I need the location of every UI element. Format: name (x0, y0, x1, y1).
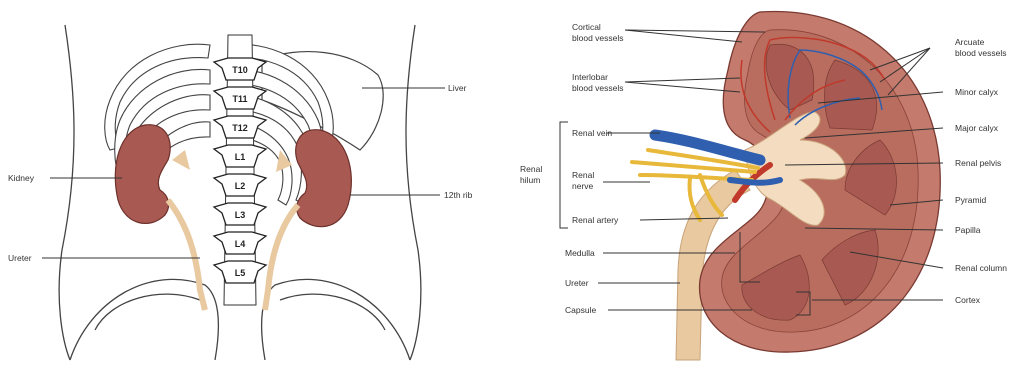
vertebra-label-t11: T11 (232, 94, 247, 104)
renal-vein-branch (730, 180, 780, 183)
renal-nerve-label-2: nerve (572, 181, 594, 191)
ureter-label-right: Ureter (565, 278, 589, 288)
cortical-label-1: Cortical (572, 22, 601, 32)
body-outline (59, 25, 74, 360)
kidney-label: Kidney (8, 173, 35, 183)
minor-calyx-label: Minor calyx (955, 87, 999, 97)
cortical-label-2: blood vessels (572, 33, 624, 43)
papilla-label: Papilla (955, 225, 981, 235)
arcuate-label-2: blood vessels (955, 48, 1007, 58)
pyramid-label: Pyramid (955, 195, 986, 205)
vertebra-label-l4: L4 (235, 239, 246, 249)
major-calyx-label: Major calyx (955, 123, 999, 133)
hilum-bracket (560, 122, 568, 228)
renal-column-label: Renal column (955, 263, 1007, 273)
vertebra-label-l5: L5 (235, 268, 246, 278)
vertebra-label-l1: L1 (235, 152, 246, 162)
interlobar-label-1: Interlobar (572, 72, 608, 82)
vertebra-label-l3: L3 (235, 210, 246, 220)
capsule-label: Capsule (565, 305, 596, 315)
arcuate-label-1: Arcuate (955, 37, 985, 47)
renal-vein-label: Renal vein (572, 128, 612, 138)
vertebra-label-t10: T10 (232, 65, 248, 75)
liver-label: Liver (448, 83, 467, 93)
right-ureter (265, 205, 298, 310)
renal-hilum-label-2: hilum (520, 175, 540, 185)
pelvis-left (70, 279, 218, 360)
vertebra-label-t12: T12 (232, 123, 248, 133)
renal-pelvis-label: Renal pelvis (955, 158, 1001, 168)
pelvis-right (262, 279, 410, 360)
renal-nerve-label-1: Renal (572, 170, 594, 180)
adrenal-left (172, 150, 190, 170)
iliac-right (280, 294, 385, 330)
interlobar-label-2: blood vessels (572, 83, 624, 93)
kidney-cross-section: Cortical blood vessels Interlobar blood … (520, 11, 1007, 360)
ureter-label-left: Ureter (8, 253, 32, 263)
medulla-label: Medulla (565, 248, 595, 258)
vertebra-label-l2: L2 (235, 181, 246, 191)
renal-artery-label: Renal artery (572, 215, 619, 225)
iliac-left (95, 294, 200, 330)
body-outline-right (406, 25, 421, 360)
rib12-label: 12th rib (444, 190, 473, 200)
renal-hilum-label-1: Renal (520, 164, 542, 174)
cortex-label: Cortex (955, 295, 981, 305)
